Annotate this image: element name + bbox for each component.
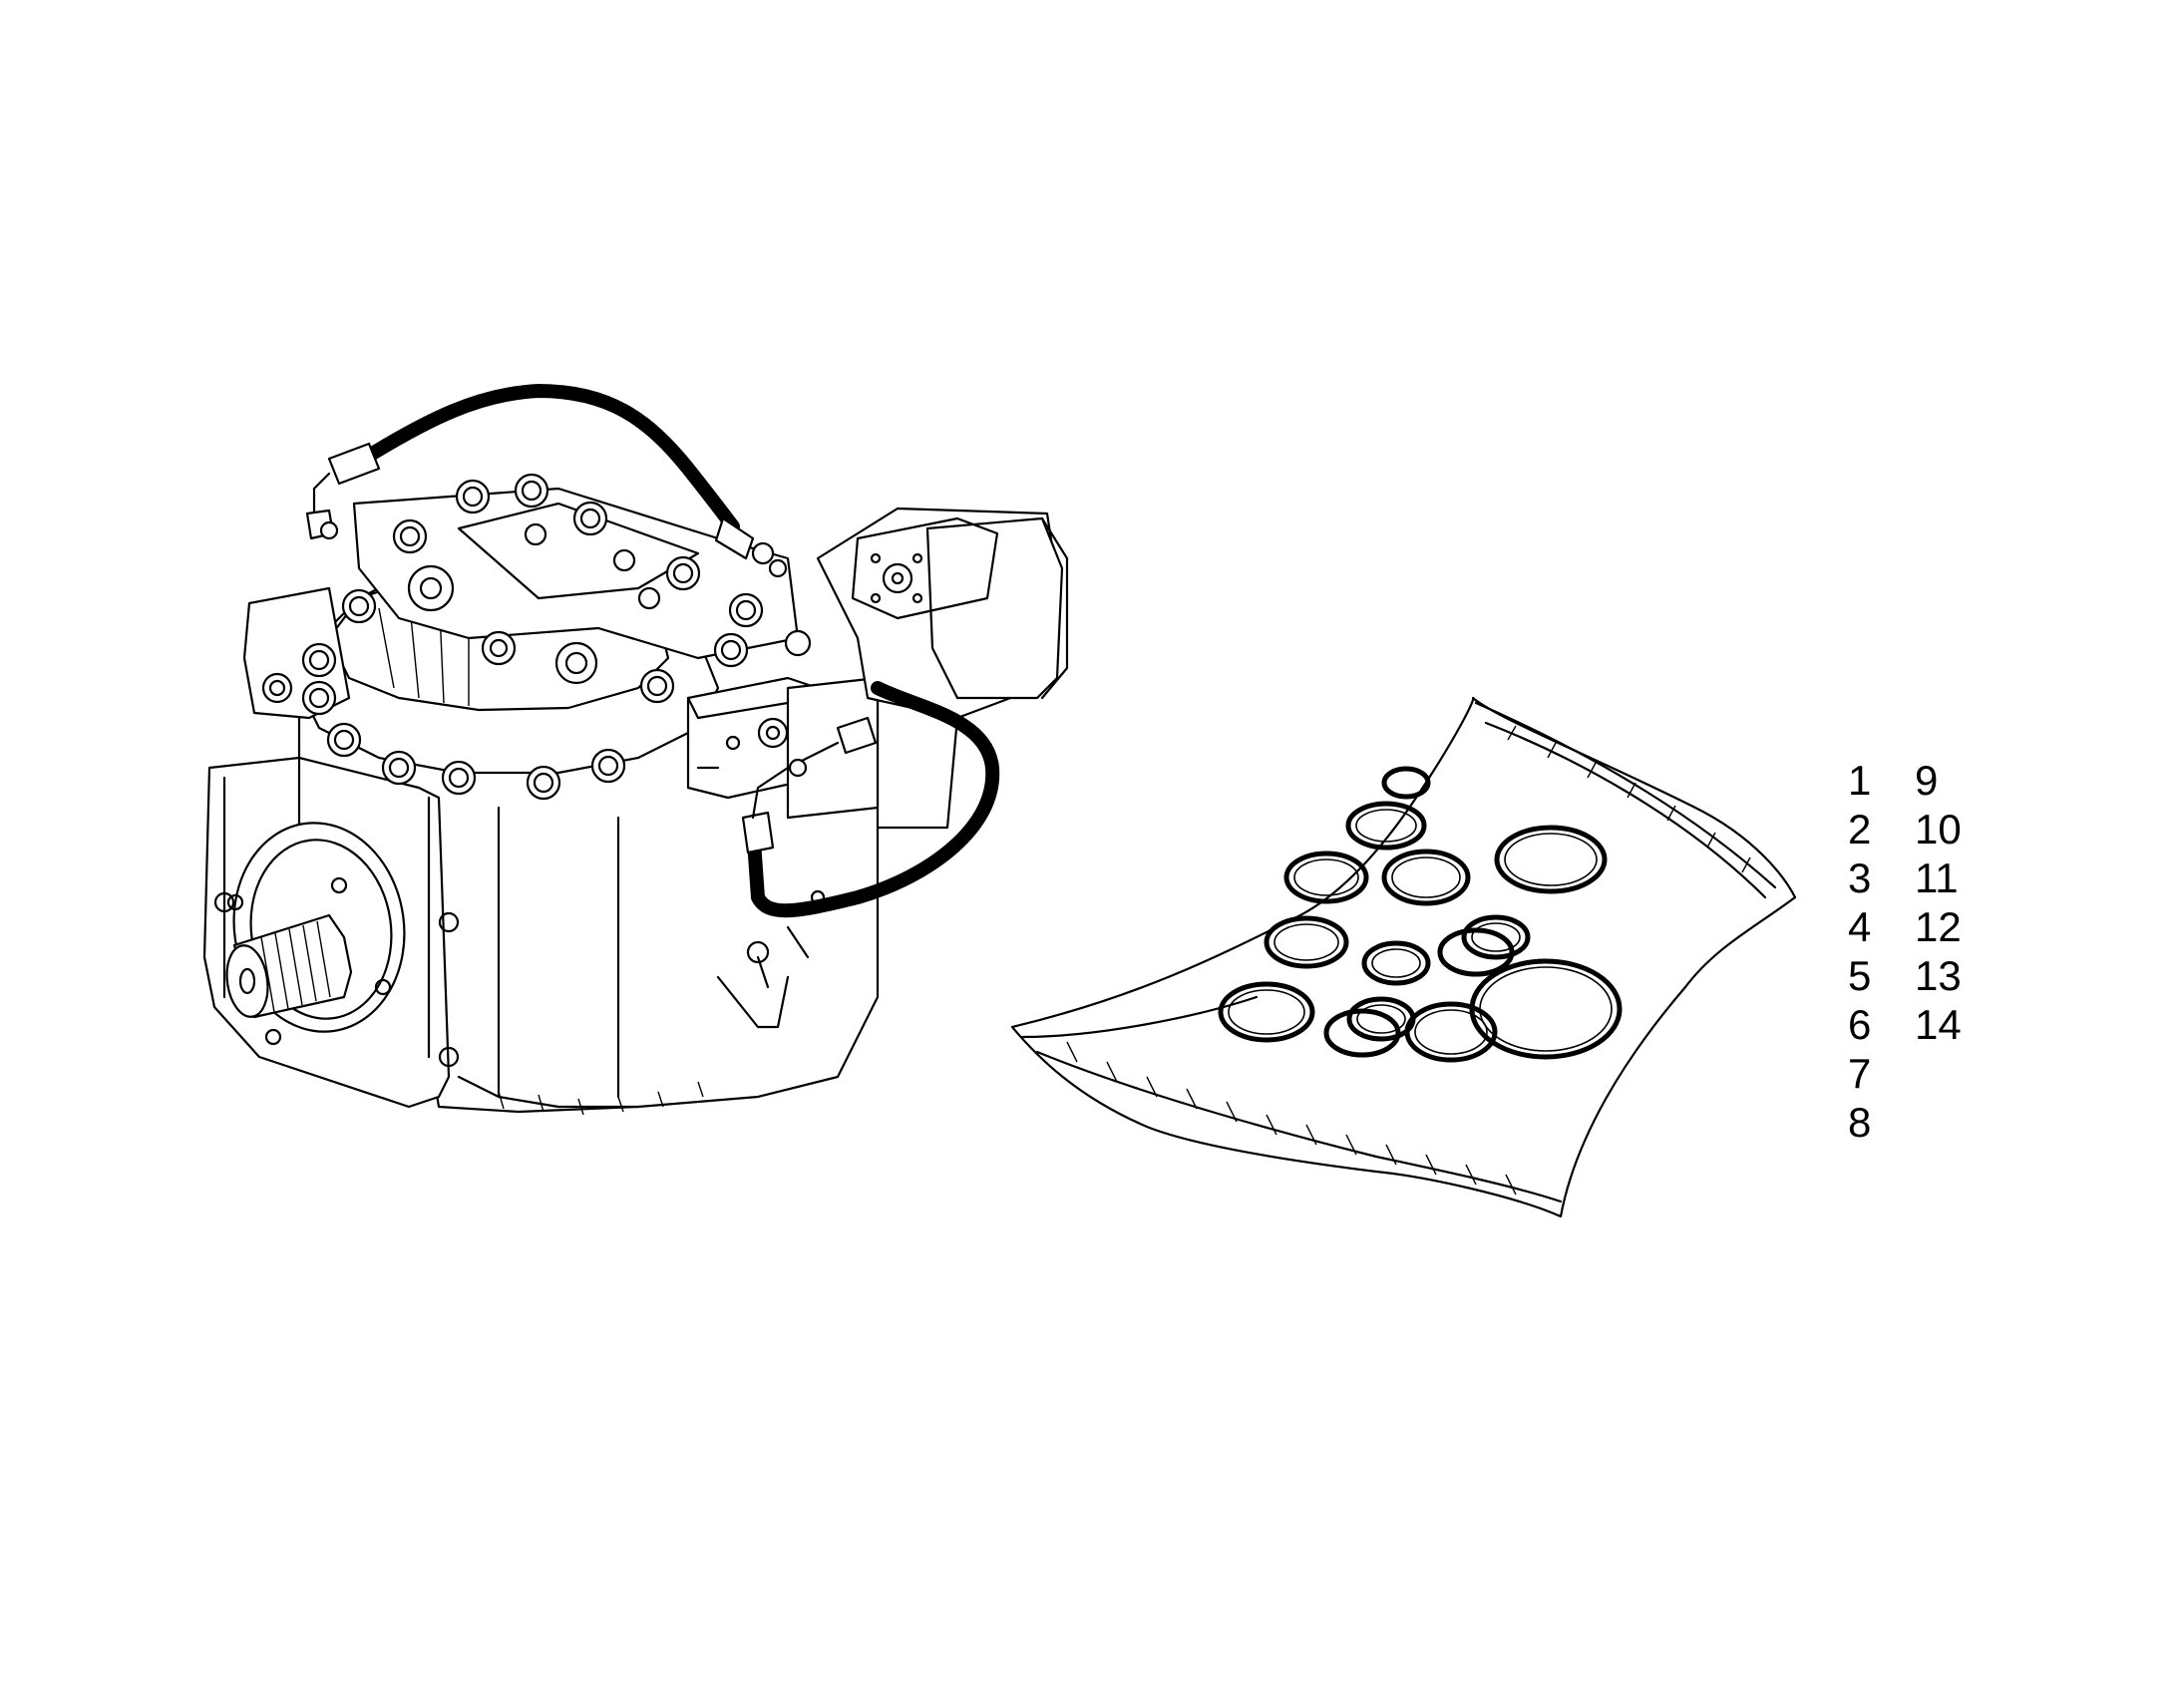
legend-item: 3: [1848, 854, 1872, 901]
legend-item: 5: [1848, 952, 1872, 999]
legend-item: 4: [1848, 903, 1872, 950]
upper-hose: [305, 384, 788, 578]
legend-item: 2: [1848, 806, 1872, 853]
legend-item: 1: [1848, 757, 1872, 804]
legend-item: 8: [1848, 1099, 1872, 1146]
hydraulic-pump-illustration: [202, 384, 1069, 1116]
legend-item: 9: [1915, 757, 1939, 804]
legend-item: 10: [1915, 806, 1962, 853]
housing-bolts: [261, 473, 812, 801]
gear-pump: [816, 507, 1069, 830]
legend-item: 11: [1915, 854, 1959, 901]
o-rings: [1218, 766, 1623, 1063]
legend-item: 13: [1915, 952, 1962, 999]
loop-hose: [741, 681, 1000, 918]
legend-item: 7: [1848, 1050, 1872, 1097]
legend-item: 6: [1848, 1001, 1872, 1048]
legend-item: 14: [1915, 1001, 1962, 1048]
splined-shaft: [225, 913, 353, 1019]
seal-kit-bag-illustration: [1010, 696, 1797, 1218]
legend-item: 12: [1915, 903, 1962, 950]
